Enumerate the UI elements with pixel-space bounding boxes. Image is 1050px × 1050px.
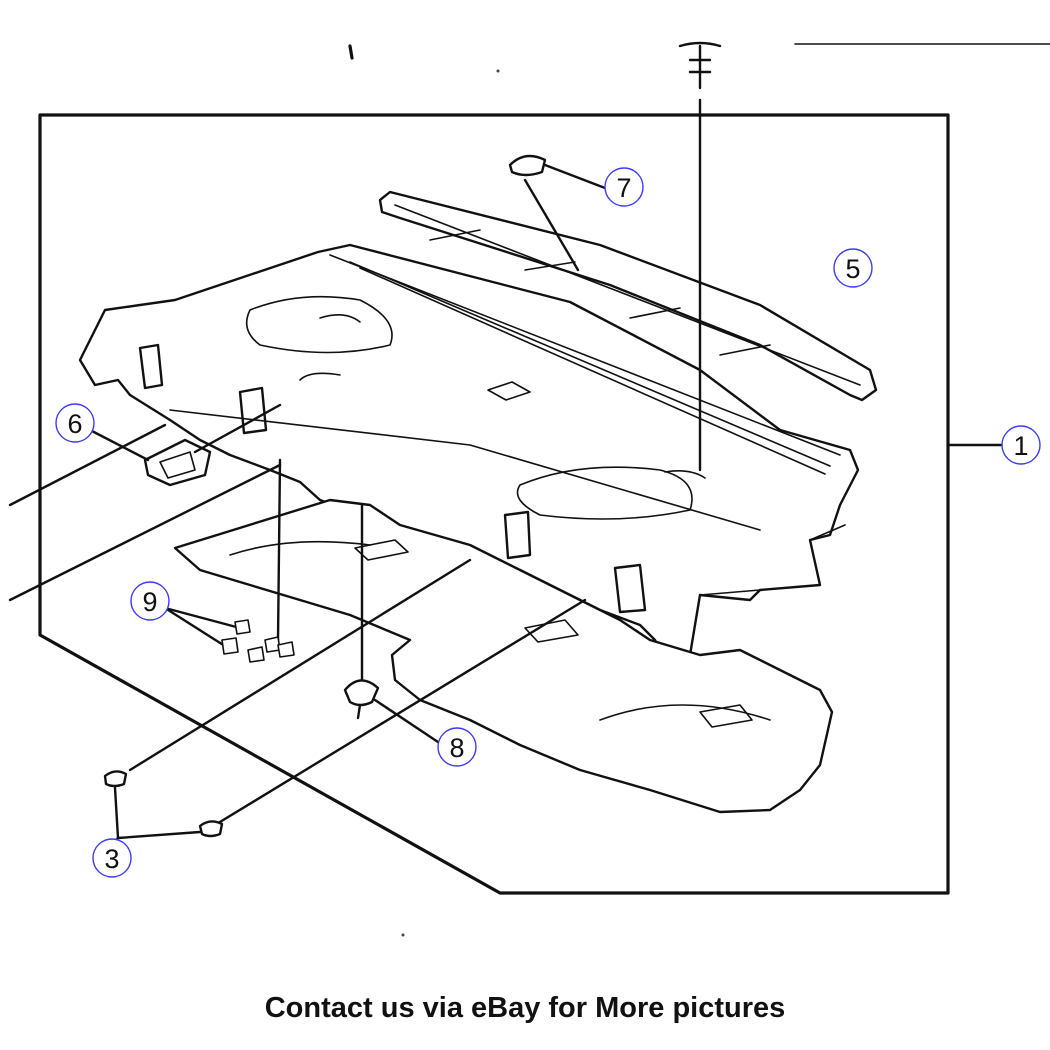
callout-8[interactable]: 8 bbox=[437, 727, 477, 767]
svg-text:6: 6 bbox=[67, 409, 82, 439]
fasteners-part-3 bbox=[103, 770, 224, 847]
callout-9[interactable]: 9 bbox=[130, 581, 170, 621]
assembly-border bbox=[38, 113, 950, 895]
rear-parcel-shelf bbox=[78, 243, 860, 662]
parts-diagram: 1 3 5 6 7 8 9 bbox=[8, 41, 1050, 937]
svg-text:1: 1 bbox=[1013, 431, 1028, 461]
svg-text:5: 5 bbox=[845, 254, 860, 284]
svg-text:7: 7 bbox=[616, 173, 631, 203]
callout-6[interactable]: 6 bbox=[55, 403, 95, 443]
trim-strip bbox=[378, 190, 878, 402]
callout-5[interactable]: 5 bbox=[833, 248, 873, 288]
svg-text:3: 3 bbox=[104, 844, 119, 874]
grommet-part-6 bbox=[88, 403, 282, 487]
clips-part-9 bbox=[163, 606, 295, 663]
lower-floor-panel bbox=[173, 498, 834, 814]
clip-part-7 bbox=[508, 154, 607, 272]
caption-text: Contact us via eBay for More pictures bbox=[264, 992, 786, 1024]
callout-7[interactable]: 7 bbox=[604, 167, 644, 207]
callout-3[interactable]: 3 bbox=[92, 838, 132, 878]
push-clip-part-8 bbox=[343, 503, 440, 744]
svg-text:8: 8 bbox=[449, 733, 464, 763]
top-fragments bbox=[348, 41, 1050, 90]
callout-1[interactable]: 1 bbox=[1001, 425, 1041, 465]
svg-text:9: 9 bbox=[142, 587, 157, 617]
